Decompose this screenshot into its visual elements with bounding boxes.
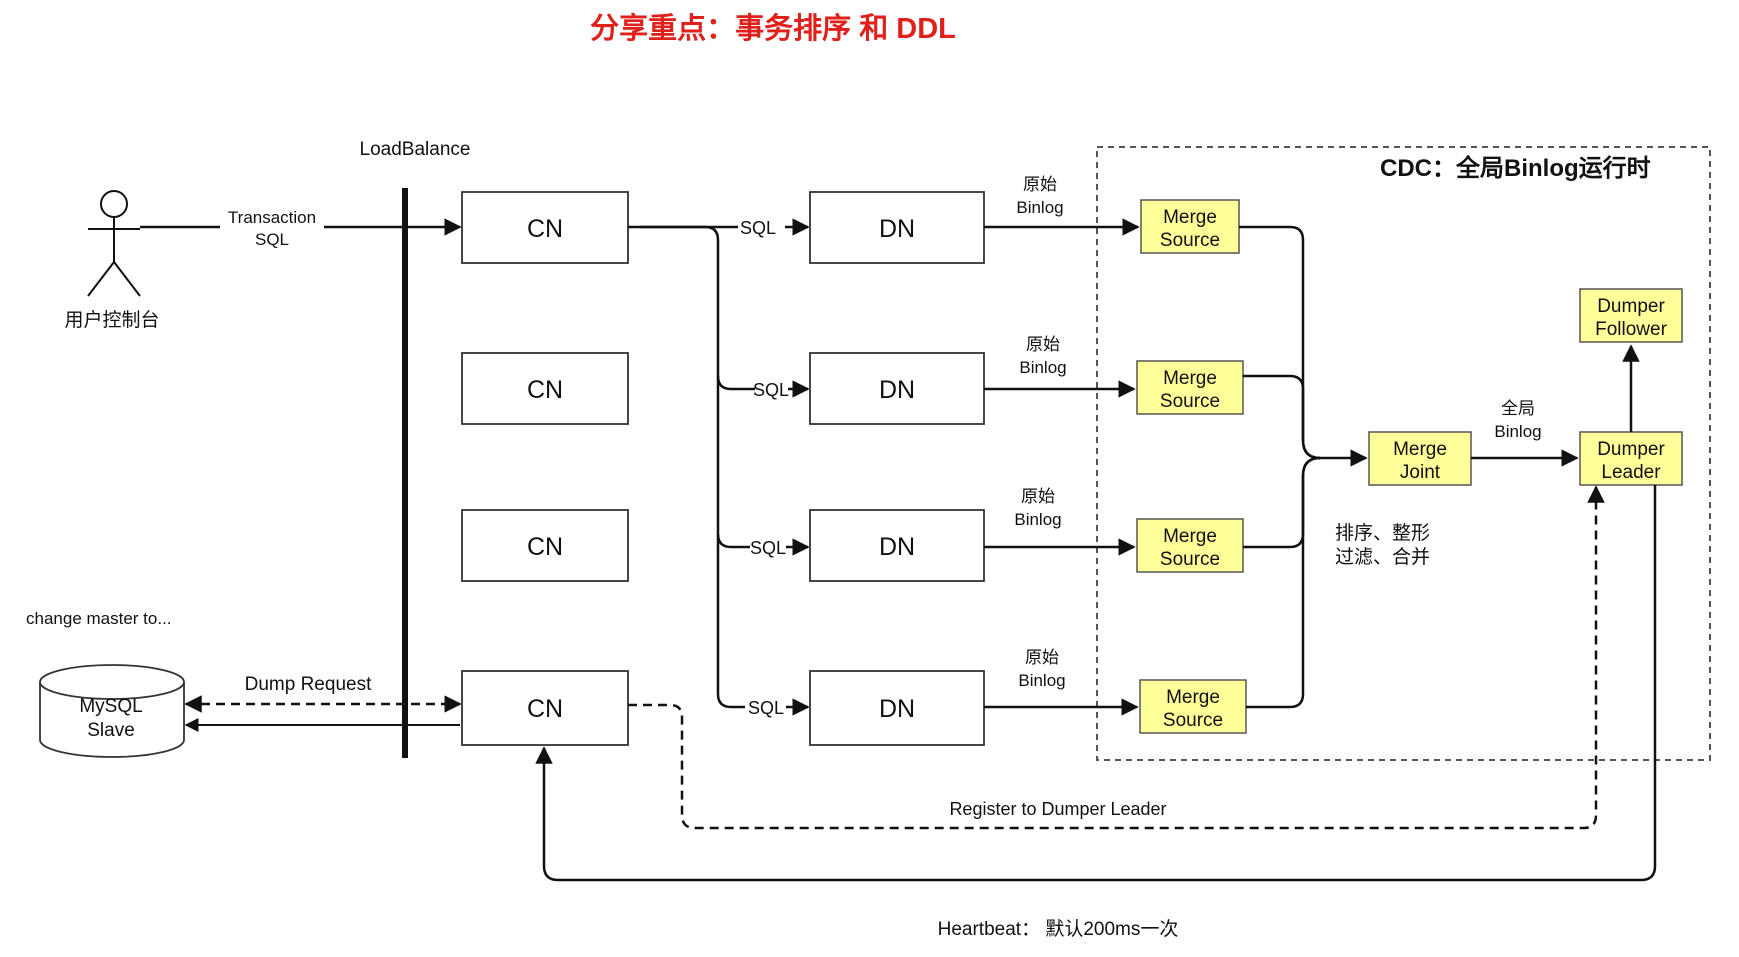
raw-binlog-label: 原始 <box>1021 487 1055 506</box>
dn-node: DN <box>809 352 985 425</box>
merge-joint-node: Merge Joint <box>1368 431 1472 486</box>
register-dashed-path <box>628 485 1605 830</box>
svg-text:Dumper: Dumper <box>1597 439 1665 460</box>
raw-binlog-label: Binlog <box>1016 198 1063 217</box>
sql-request-label: SQL <box>255 230 289 249</box>
loadbalance-label: LoadBalance <box>360 139 471 160</box>
dumper-leader-node: Dumper Leader <box>1579 431 1683 486</box>
raw-binlog-label: Binlog <box>1018 671 1065 690</box>
heartbeat-path <box>535 485 1657 882</box>
cn-node: CN <box>461 191 629 264</box>
svg-text:Merge: Merge <box>1163 207 1217 228</box>
sql-label: SQL <box>748 698 784 718</box>
raw-binlog-label: 原始 <box>1023 175 1057 194</box>
transaction-label: Transaction <box>228 208 316 227</box>
cn-label: CN <box>527 376 563 404</box>
cn-label: CN <box>527 215 563 243</box>
svg-text:Source: Source <box>1163 710 1223 731</box>
sql-label: SQL <box>750 538 786 558</box>
sql-label: SQL <box>753 380 789 400</box>
sql-label: SQL <box>740 218 776 238</box>
dn-node: DN <box>809 191 985 264</box>
svg-text:Merge: Merge <box>1163 368 1217 389</box>
cdc-container <box>1096 146 1711 761</box>
raw-binlog-label: 原始 <box>1026 335 1060 354</box>
merge-convergence-lines <box>1239 225 1321 709</box>
sql-branch-3 <box>716 533 750 549</box>
sql-branch-2 <box>716 375 755 391</box>
svg-text:Source: Source <box>1160 391 1220 412</box>
ops-label: 排序、整形 <box>1335 522 1430 544</box>
cn-label: CN <box>527 695 563 723</box>
svg-text:Merge: Merge <box>1393 439 1447 460</box>
merge-source-node: Merge Source <box>1139 679 1247 734</box>
cdc-title: CDC：全局Binlog运行时 <box>1380 154 1651 182</box>
svg-text:Dumper: Dumper <box>1597 296 1665 317</box>
mysql-label: MySQL <box>79 696 142 717</box>
cn-to-dn-trunk <box>628 225 745 709</box>
cn-node: CN <box>461 670 629 746</box>
register-label: Register to Dumper Leader <box>949 799 1166 819</box>
dn-label: DN <box>879 376 915 404</box>
ops-label: 过滤、合并 <box>1335 546 1430 568</box>
svg-text:Merge: Merge <box>1163 526 1217 547</box>
raw-binlog-label: Binlog <box>1019 358 1066 377</box>
svg-text:Source: Source <box>1160 230 1220 251</box>
dumper-follower-node: Dumper Follower <box>1579 288 1683 343</box>
dn-label: DN <box>879 695 915 723</box>
raw-binlog-label: Binlog <box>1014 510 1061 529</box>
dn-label: DN <box>879 533 915 561</box>
dump-request-label: Dump Request <box>245 674 372 695</box>
heartbeat-label: Heartbeat： 默认200ms一次 <box>938 918 1179 940</box>
actor-label: 用户控制台 <box>64 309 159 331</box>
cn-node: CN <box>461 509 629 582</box>
change-master-note: change master to... <box>26 609 172 628</box>
cn-label: CN <box>527 533 563 561</box>
page-title: 分享重点：事务排序 和 DDL <box>590 11 956 45</box>
svg-text:Leader: Leader <box>1601 462 1661 483</box>
mysql-label: Slave <box>87 720 135 741</box>
mysql-slave-icon <box>39 664 185 758</box>
merge-source-node: Merge Source <box>1136 518 1244 573</box>
global-binlog-label: 全局 <box>1501 399 1535 418</box>
user-actor-icon <box>87 190 141 297</box>
global-binlog-label: Binlog <box>1494 422 1541 441</box>
svg-text:Joint: Joint <box>1400 462 1441 483</box>
svg-text:Source: Source <box>1160 549 1220 570</box>
dn-node: DN <box>809 509 985 582</box>
dn-node: DN <box>809 670 985 746</box>
cn-node: CN <box>461 352 629 425</box>
raw-binlog-label: 原始 <box>1025 648 1059 667</box>
svg-text:Follower: Follower <box>1595 319 1667 340</box>
dn-label: DN <box>879 215 915 243</box>
merge-source-node: Merge Source <box>1140 199 1240 254</box>
merge-source-node: Merge Source <box>1136 360 1244 415</box>
svg-text:Merge: Merge <box>1166 687 1220 708</box>
